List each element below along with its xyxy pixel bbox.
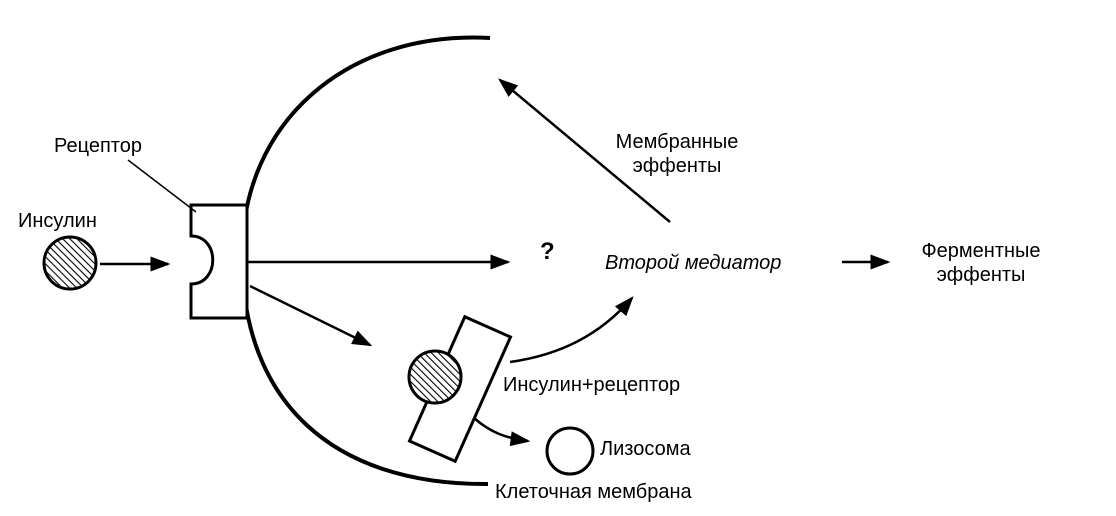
receptor-shape (189, 203, 249, 320)
question-mark: ? (540, 238, 555, 265)
membrane-effects-label: Мембранные эффенты (592, 130, 762, 178)
cell-membrane-label: Клеточная мембрана (495, 481, 692, 503)
enzyme-effects-line-1: Ферментные (921, 240, 1041, 262)
lysosome (545, 426, 595, 476)
membrane-effects-line-2: эффенты (632, 155, 722, 177)
bound-insulin-molecule (407, 349, 463, 405)
receptor-pointer-line (127, 159, 197, 213)
complex-to-lysosome-arrow (473, 417, 531, 447)
receptor-label: Рецептор (54, 135, 142, 157)
lysosome-label: Лизосома (600, 438, 691, 460)
insulin-label: Инсулин (18, 210, 97, 232)
enzyme-effects-line-2: эффенты (936, 264, 1026, 286)
mediator-to-membrane-arrow (498, 78, 671, 223)
insulin-molecule (42, 235, 98, 291)
complex-to-mediator-arrow (509, 296, 634, 364)
second-mediator-label: Второй медиатор (605, 252, 782, 274)
insulin-receptor-label: Инсулин+рецептор (503, 374, 681, 396)
receptor-to-complex-arrow (249, 284, 373, 347)
membrane-effects-line-1: Мембранные (615, 131, 739, 153)
enzyme-effects-label: Ферментные эффенты (896, 239, 1066, 287)
